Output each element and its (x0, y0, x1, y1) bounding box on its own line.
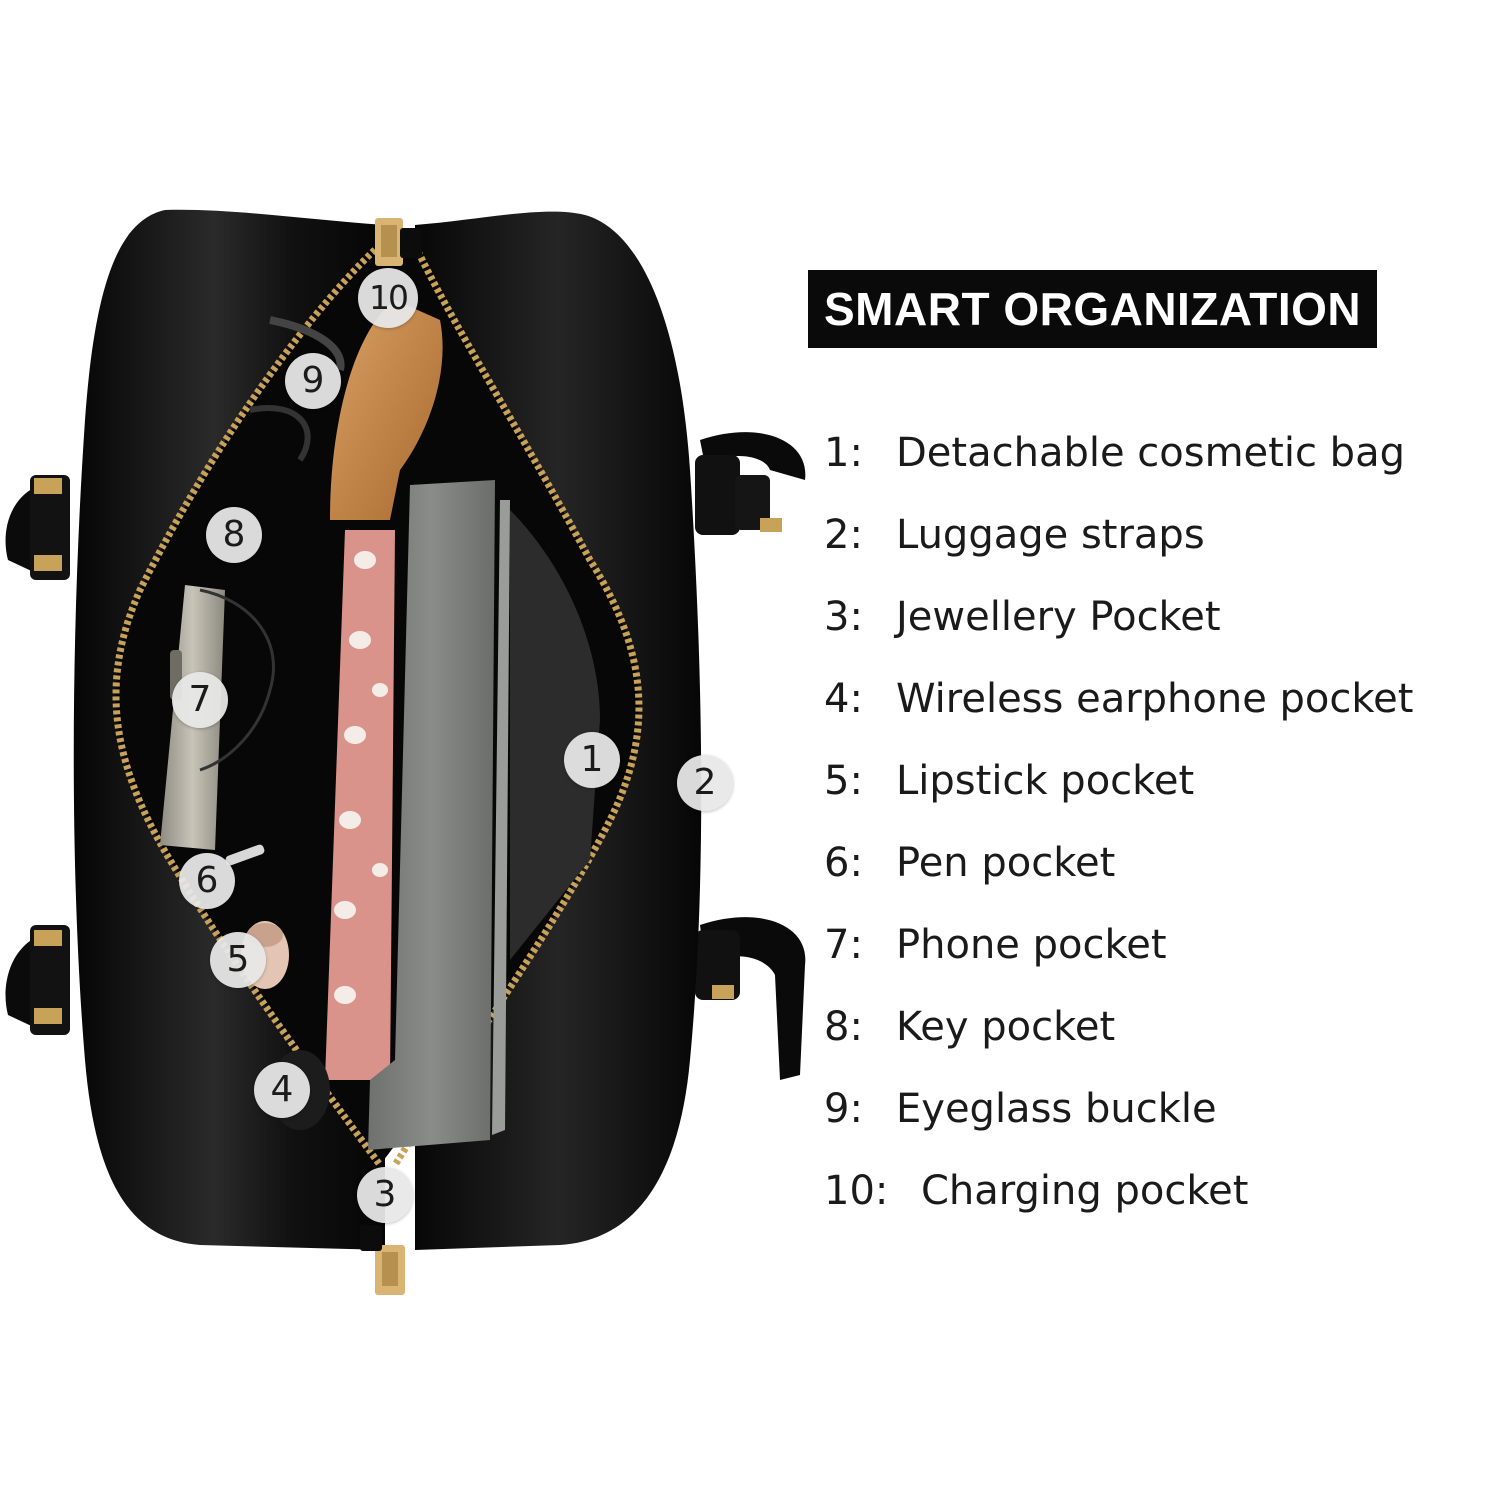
eyeglasses (249, 316, 345, 462)
marker-8: 8 (206, 507, 262, 563)
pink-notebook (325, 530, 395, 1080)
zipper-pull-top (375, 218, 422, 266)
marker-5: 5 (210, 932, 266, 988)
legend-number: 9: (824, 1086, 863, 1132)
marker-3: 3 (357, 1167, 413, 1223)
legend-label: Jewellery Pocket (896, 594, 1221, 640)
legend-number: 7: (824, 922, 863, 968)
legend-item: 3: Jewellery Pocket (824, 576, 1413, 658)
legend-number: 6: (824, 840, 863, 886)
legend-item: 8: Key pocket (824, 986, 1413, 1068)
legend-item: 10: Charging pocket (824, 1150, 1413, 1232)
legend-item: 5: Lipstick pocket (824, 740, 1413, 822)
legend-number: 2: (824, 512, 863, 558)
legend-number: 4: (824, 676, 863, 722)
legend-label: Phone pocket (896, 922, 1167, 968)
legend-label: Detachable cosmetic bag (896, 430, 1405, 476)
legend-label: Pen pocket (896, 840, 1116, 886)
feature-panel: SMART ORGANIZATION 1: Detachable cosmetic… (808, 270, 1488, 1214)
legend-item: 6: Pen pocket (824, 822, 1413, 904)
marker-1: 1 (564, 732, 620, 788)
right-handle (695, 432, 806, 1080)
legend-number: 5: (824, 758, 863, 804)
marker-9: 9 (285, 353, 341, 409)
legend-item: 9: Eyeglass buckle (824, 1068, 1413, 1150)
legend-label: Wireless earphone pocket (896, 676, 1414, 722)
cosmetic-bag (330, 300, 443, 520)
legend-label: Eyeglass buckle (896, 1086, 1217, 1132)
legend-item: 4: Wireless earphone pocket (824, 658, 1413, 740)
feature-legend: 1: Detachable cosmetic bag 2: Luggage stra… (824, 412, 1413, 1232)
pen (225, 844, 265, 866)
marker-4: 4 (254, 1062, 310, 1118)
bag-photo: 1 2 3 4 5 6 7 8 9 10 (5, 209, 806, 1295)
grey-notebook (368, 480, 600, 1150)
marker-10: 10 (358, 268, 418, 328)
legend-item: 7: Phone pocket (824, 904, 1413, 986)
legend-item: 1: Detachable cosmetic bag (824, 412, 1413, 494)
marker-7: 7 (172, 672, 228, 728)
legend-number: 10: (824, 1168, 889, 1214)
legend-item: 2: Luggage straps (824, 494, 1413, 576)
zipper-pull-bottom (360, 1225, 405, 1295)
section-heading: SMART ORGANIZATION (808, 270, 1378, 348)
marker-6: 6 (179, 853, 235, 909)
left-handle (5, 475, 71, 1035)
legend-number: 3: (824, 594, 863, 640)
legend-label: Charging pocket (921, 1168, 1249, 1214)
legend-label: Luggage straps (896, 512, 1205, 558)
legend-number: 8: (824, 1004, 863, 1050)
marker-2: 2 (677, 755, 733, 811)
legend-label: Lipstick pocket (896, 758, 1195, 804)
legend-number: 1: (824, 430, 863, 476)
legend-label: Key pocket (896, 1004, 1116, 1050)
